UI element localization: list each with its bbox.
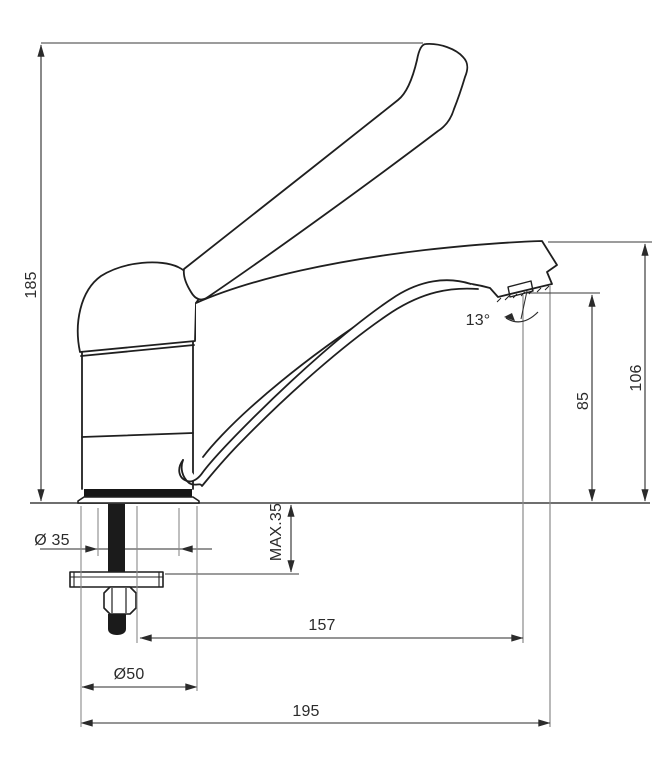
label-total-height: 185 [23, 271, 40, 298]
faucet-body-joint-line [81, 432, 194, 438]
mounting-nut [103, 586, 137, 615]
label-max-deck-thickness: MAX.35 [268, 503, 285, 561]
dimension-lines [37, 44, 649, 727]
under-deck-hardware [69, 504, 164, 635]
extension-lines-light [522, 286, 551, 727]
extension-lines-dark [41, 42, 652, 575]
threaded-shank-tip [108, 614, 126, 635]
dimension-labels: 185 106 85 13° Ø 35 MAX.35 157 Ø50 195 [23, 271, 645, 720]
label-base-diameter: Ø50 [114, 666, 145, 683]
spout [196, 241, 557, 460]
base-gasket [84, 489, 192, 497]
angle-arc-arrowhead [504, 313, 515, 321]
escutcheon [77, 496, 200, 504]
faucet-body-collar-lower [80, 344, 195, 357]
angle-arc [505, 311, 539, 323]
threaded-shank [108, 504, 125, 573]
angle-leg-line [520, 290, 528, 320]
faucet-outline [76, 43, 558, 504]
label-body-hole-diameter: Ø 35 [34, 532, 70, 549]
angle-indicator [504, 290, 539, 323]
lever-handle [182, 43, 469, 301]
label-outlet-angle: 13° [466, 312, 491, 329]
spout-outline [195, 240, 558, 458]
label-spout-top-height: 106 [628, 364, 645, 391]
label-outlet-reach: 157 [308, 617, 335, 634]
label-overall-reach: 195 [292, 703, 319, 720]
aerator-hatching [496, 285, 550, 303]
extension-lines-below-deck [80, 506, 198, 727]
aerator-insert [507, 280, 534, 298]
elbow-handle-inner-edge [180, 287, 479, 487]
label-outlet-height: 85 [575, 392, 592, 410]
faucet-body [82, 338, 193, 490]
washer-plate [69, 571, 164, 588]
